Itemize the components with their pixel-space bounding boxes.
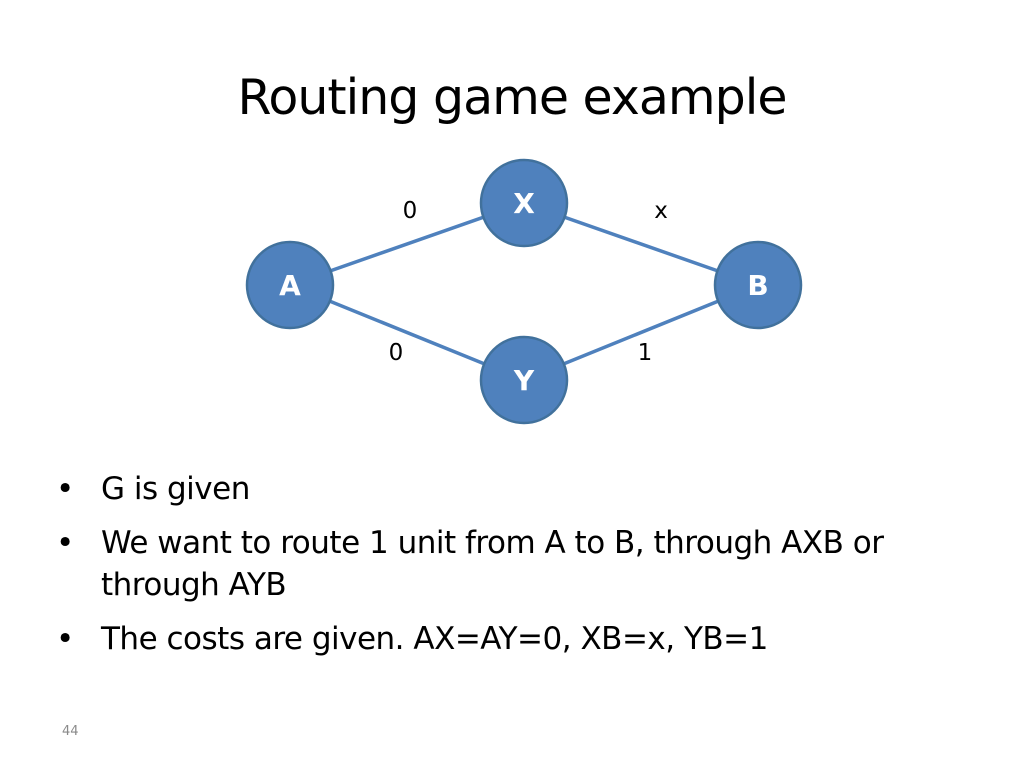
node-label: A	[279, 269, 301, 302]
slide-title: Routing game example	[237, 69, 788, 126]
node-b: B	[713, 240, 803, 330]
edge-cost-label-xb: x	[654, 198, 668, 224]
bullet-item: • G is given	[56, 468, 976, 510]
bullet-text: The costs are given. AX=AY=0, XB=x, YB=1	[101, 621, 768, 657]
node-a: A	[245, 240, 335, 330]
bullet-marker: •	[56, 525, 74, 561]
edge-labels-layer: 0 x 0 1	[389, 198, 668, 366]
edge-cost-label-yb: 1	[638, 340, 653, 366]
node-y: Y	[479, 335, 569, 425]
bullet-text: We want to route 1 unit from A to B, thr…	[101, 525, 884, 603]
node-circle	[245, 240, 335, 330]
node-circle	[479, 335, 569, 425]
node-label: B	[747, 269, 768, 302]
bullet-list: • G is given • We want to route 1 unit f…	[56, 468, 976, 672]
bullet-marker: •	[56, 621, 74, 657]
edge-cost-label-ax: 0	[403, 198, 418, 224]
bullet-item: • We want to route 1 unit from A to B, t…	[56, 522, 976, 606]
page-number: 44	[62, 724, 79, 739]
bullet-text: G is given	[101, 471, 250, 507]
node-label: X	[513, 187, 535, 220]
bullet-marker: •	[56, 471, 74, 507]
node-label: Y	[513, 364, 535, 397]
edge-cost-label-ay: 0	[389, 340, 404, 366]
node-x: X	[479, 158, 569, 248]
node-circle	[479, 158, 569, 248]
bullet-item: • The costs are given. AX=AY=0, XB=x, YB…	[56, 618, 976, 660]
nodes-layer: A X B Y	[245, 158, 803, 425]
node-circle	[713, 240, 803, 330]
